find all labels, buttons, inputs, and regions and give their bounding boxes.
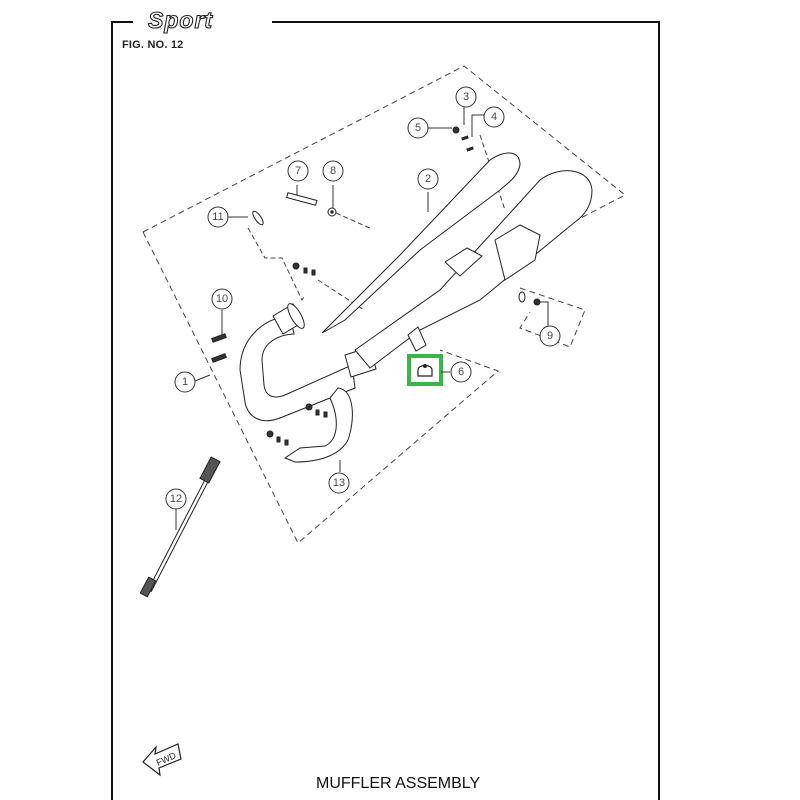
svg-text:5: 5: [415, 122, 421, 134]
callout-5[interactable]: 5: [407, 117, 429, 139]
oxygen-sensor: [139, 456, 221, 598]
highlight-box[interactable]: [407, 354, 443, 386]
page-frame: [111, 21, 660, 800]
svg-text:9: 9: [547, 330, 553, 342]
callout-10[interactable]: 10: [211, 288, 233, 310]
callout-7[interactable]: 7: [287, 160, 309, 182]
svg-text:2: 2: [425, 173, 431, 185]
figure-number: FIG. NO. 12: [122, 39, 184, 51]
callout-8[interactable]: 8: [322, 160, 344, 182]
exhaust-pipe: [239, 303, 377, 422]
callout-12[interactable]: 12: [165, 488, 187, 510]
callout-1[interactable]: 1: [174, 371, 196, 393]
callout-4[interactable]: 4: [483, 106, 505, 128]
callout-3[interactable]: 3: [455, 86, 477, 108]
svg-text:12: 12: [170, 493, 182, 505]
svg-text:3: 3: [463, 91, 469, 103]
svg-text:11: 11: [212, 211, 223, 223]
callout-2[interactable]: 2: [417, 168, 439, 190]
svg-text:6: 6: [458, 366, 464, 378]
diagram-title: MUFFLER ASSEMBLY: [316, 775, 481, 792]
callout-6[interactable]: 6: [450, 361, 472, 383]
svg-text:10: 10: [216, 293, 228, 305]
svg-text:8: 8: [330, 165, 336, 177]
heat-shield: [283, 387, 353, 463]
fasteners: [211, 126, 541, 446]
callout-13[interactable]: 13: [328, 472, 350, 494]
brand-logo: Sport: [148, 7, 213, 33]
callout-9[interactable]: 9: [539, 325, 561, 347]
svg-text:13: 13: [333, 477, 345, 489]
assembly-boundary: [142, 65, 626, 544]
svg-text:4: 4: [491, 111, 497, 123]
forward-arrow-icon: FWD: [142, 743, 182, 777]
leader-lines: [247, 134, 506, 311]
muffler: [321, 152, 593, 369]
svg-text:7: 7: [295, 165, 301, 177]
callout-11[interactable]: 11: [207, 206, 229, 228]
svg-text:1: 1: [182, 376, 188, 388]
callouts: [175, 106, 549, 530]
